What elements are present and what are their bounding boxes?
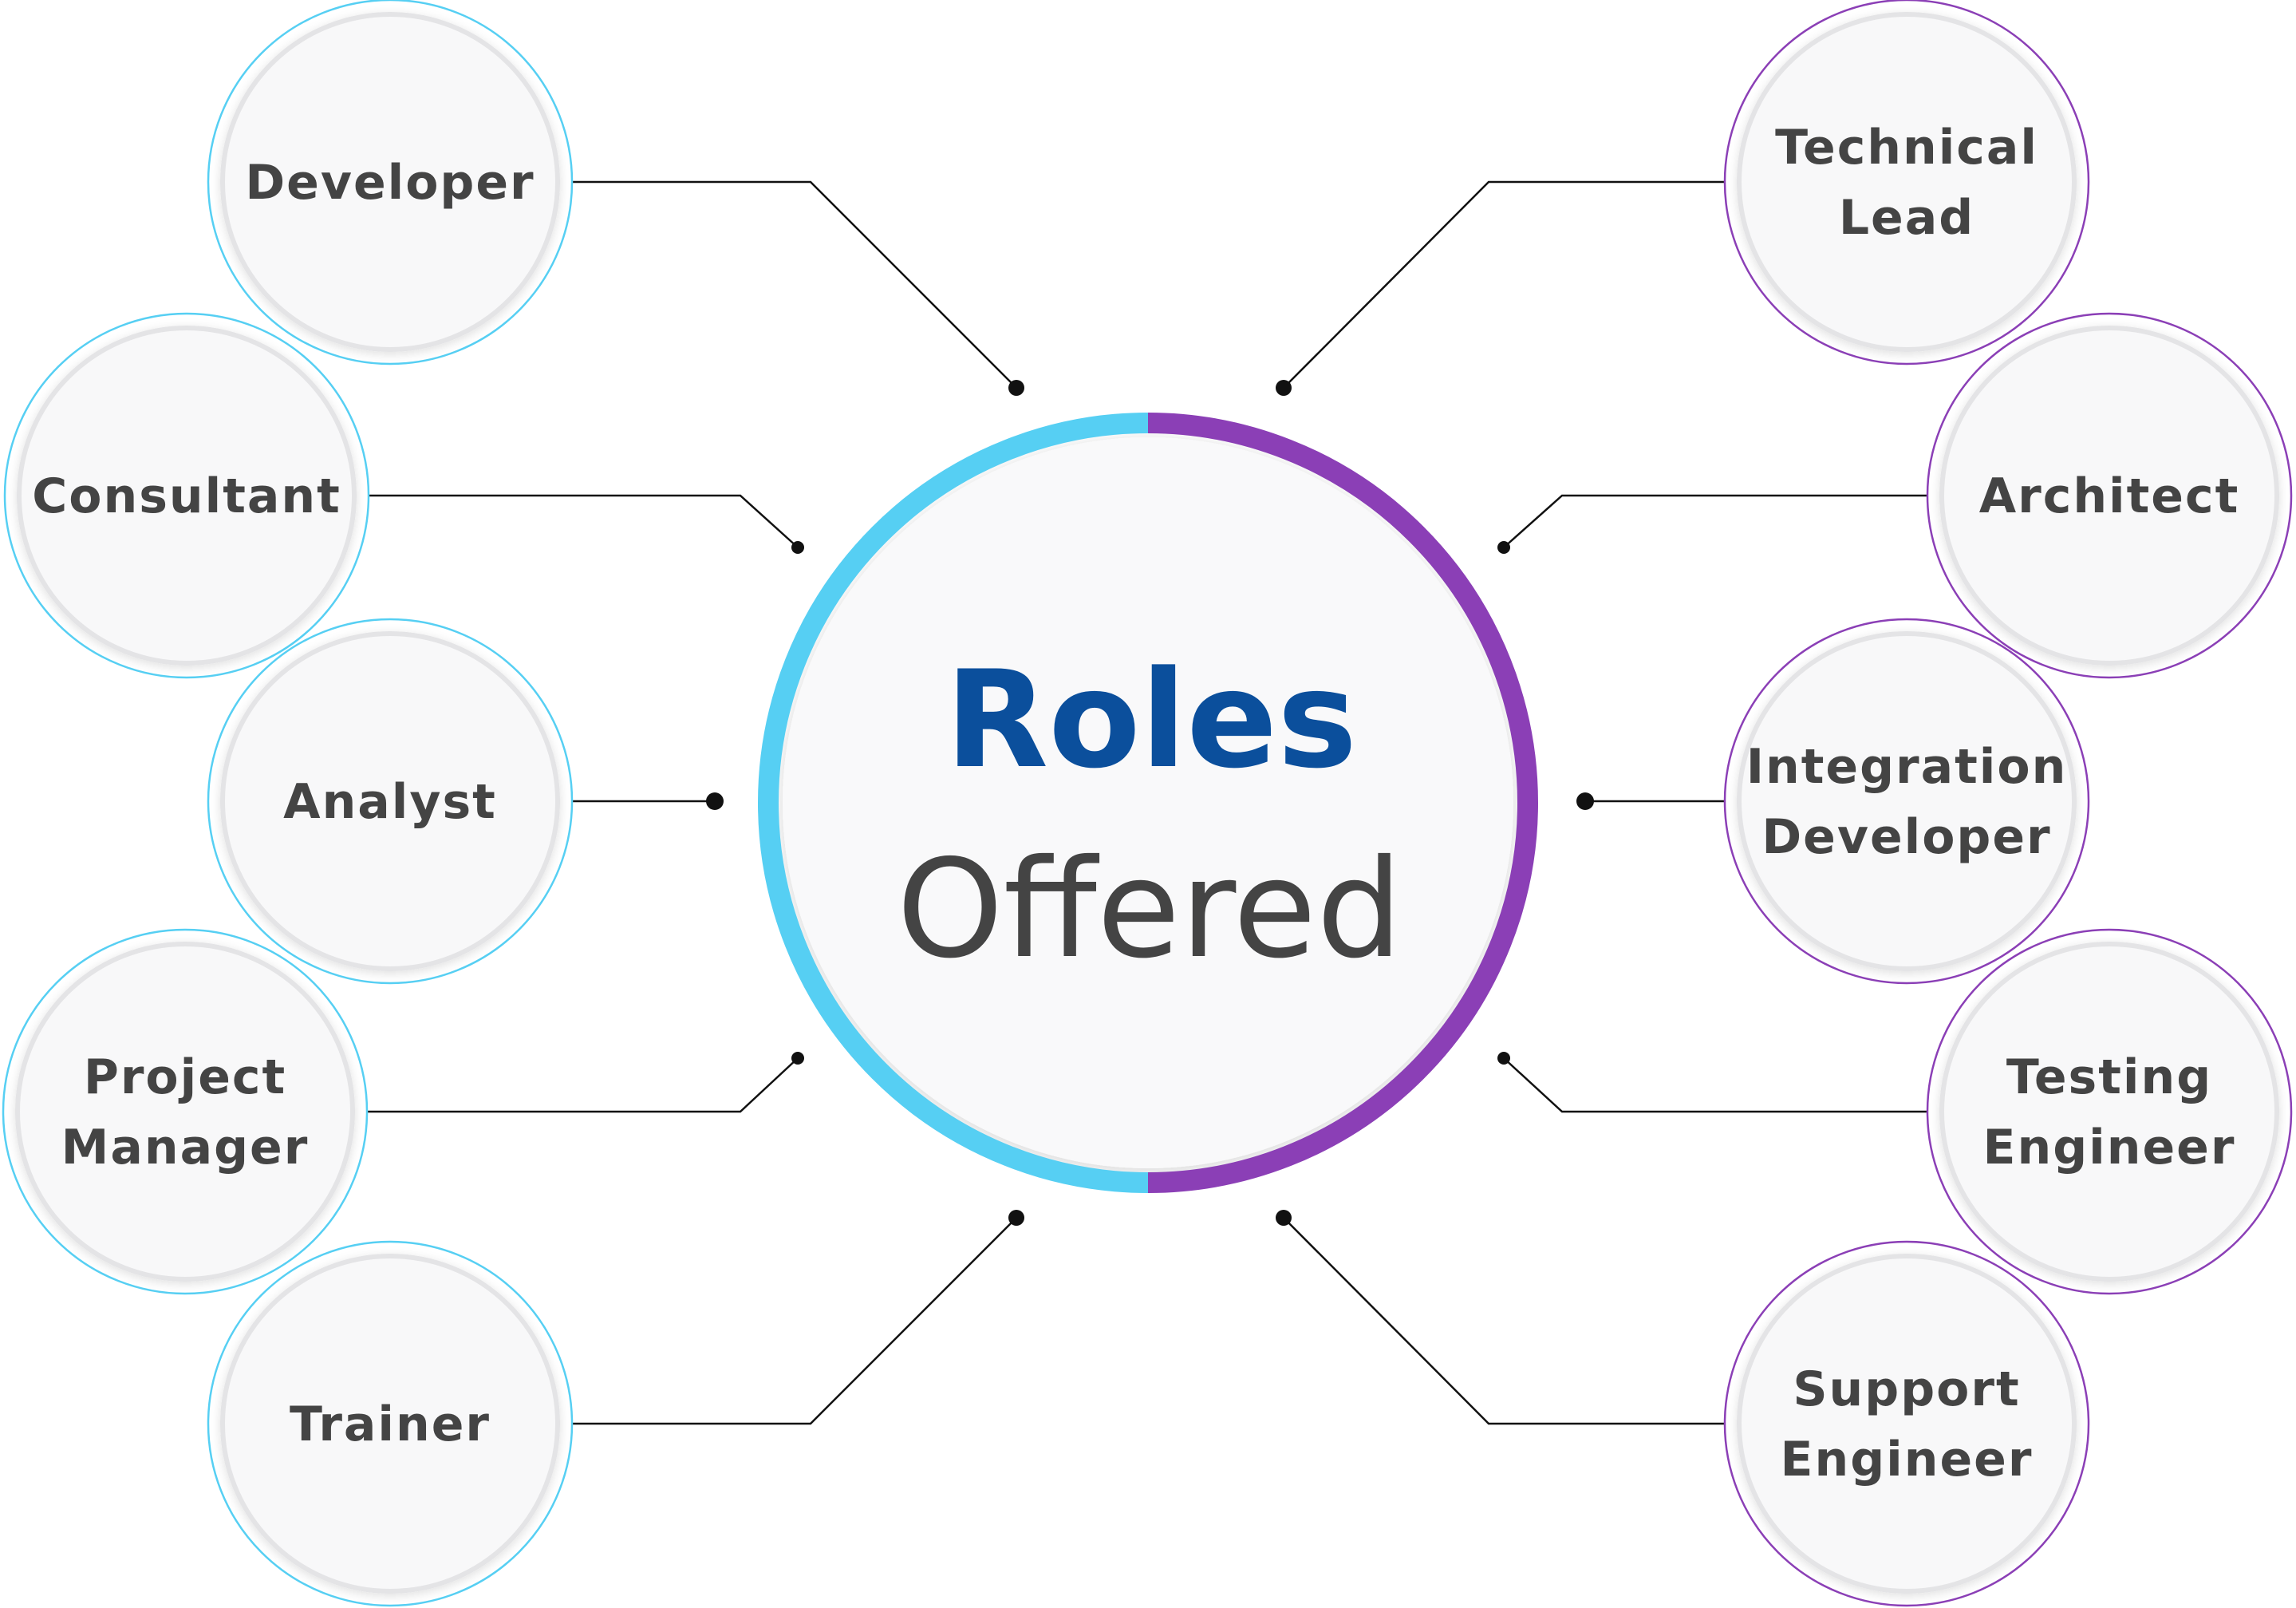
role-node-inner-disc xyxy=(1939,326,2279,666)
connector-dot-integration-developer xyxy=(1576,792,1594,810)
role-node-inner-disc xyxy=(1737,631,2077,971)
hub-arc-right xyxy=(1147,413,1538,1193)
role-node-inner-disc xyxy=(220,631,560,971)
role-label: Architect xyxy=(1979,468,2240,524)
connector-line-architect xyxy=(1503,494,1938,548)
hub-arc-left xyxy=(758,413,1149,1193)
role-label: Engineer xyxy=(1781,1432,2034,1487)
role-label: Consultant xyxy=(32,468,341,524)
connector-dot-architect xyxy=(1497,541,1510,554)
connector-line-testing-engineer xyxy=(1503,1057,1938,1113)
connector-line-trainer xyxy=(561,1217,1017,1425)
role-label: Integration xyxy=(1746,739,2068,795)
role-label: Testing xyxy=(2006,1049,2212,1105)
connector-line-developer xyxy=(561,180,1017,389)
role-node-consultant: Consultant xyxy=(3,312,370,679)
connector-lines xyxy=(354,180,1938,1425)
role-node-inner-disc xyxy=(15,942,355,1282)
connector-line-technical-lead xyxy=(1283,180,1735,389)
connector-dot-testing-engineer xyxy=(1497,1052,1510,1065)
role-label: Analyst xyxy=(283,774,497,830)
connector-dot-support-engineer xyxy=(1276,1210,1292,1226)
hub-subtitle: Offered xyxy=(897,831,1402,989)
role-node-inner-disc xyxy=(17,326,357,666)
central-hub: Roles Offered xyxy=(758,413,1538,1193)
connector-dot-trainer xyxy=(1008,1210,1024,1226)
role-label: Engineer xyxy=(1983,1120,2236,1175)
role-label: Developer xyxy=(1761,809,2051,865)
connector-line-consultant xyxy=(358,494,799,548)
role-node-developer: Developer xyxy=(207,0,574,365)
role-node-trainer: Trainer xyxy=(207,1240,574,1607)
connector-dot-technical-lead xyxy=(1276,380,1292,396)
role-node-inner-disc xyxy=(220,12,560,352)
role-node-inner-disc xyxy=(1939,942,2279,1282)
role-node-inner-disc xyxy=(220,1254,560,1594)
role-label: Support xyxy=(1793,1361,2020,1417)
connector-dot-developer xyxy=(1008,380,1024,396)
role-label: Manager xyxy=(61,1120,310,1175)
role-label: Technical xyxy=(1775,120,2038,176)
role-label: Trainer xyxy=(290,1397,491,1452)
role-node-architect: Architect xyxy=(1926,312,2293,679)
role-node-analyst: Analyst xyxy=(207,618,574,985)
hub-title: Roles xyxy=(945,642,1357,798)
hub-background xyxy=(783,437,1513,1168)
connector-line-project-manager xyxy=(354,1057,799,1113)
connector-line-support-engineer xyxy=(1283,1217,1735,1425)
role-label: Project xyxy=(84,1049,286,1105)
connector-dot-analyst xyxy=(706,792,724,810)
role-node-inner-disc xyxy=(1737,1254,2077,1594)
connector-dot-consultant xyxy=(791,541,804,554)
connector-dot-project-manager xyxy=(791,1052,804,1065)
role-label: Lead xyxy=(1839,190,1974,246)
role-node-inner-disc xyxy=(1737,12,2077,352)
role-label: Developer xyxy=(245,155,535,211)
